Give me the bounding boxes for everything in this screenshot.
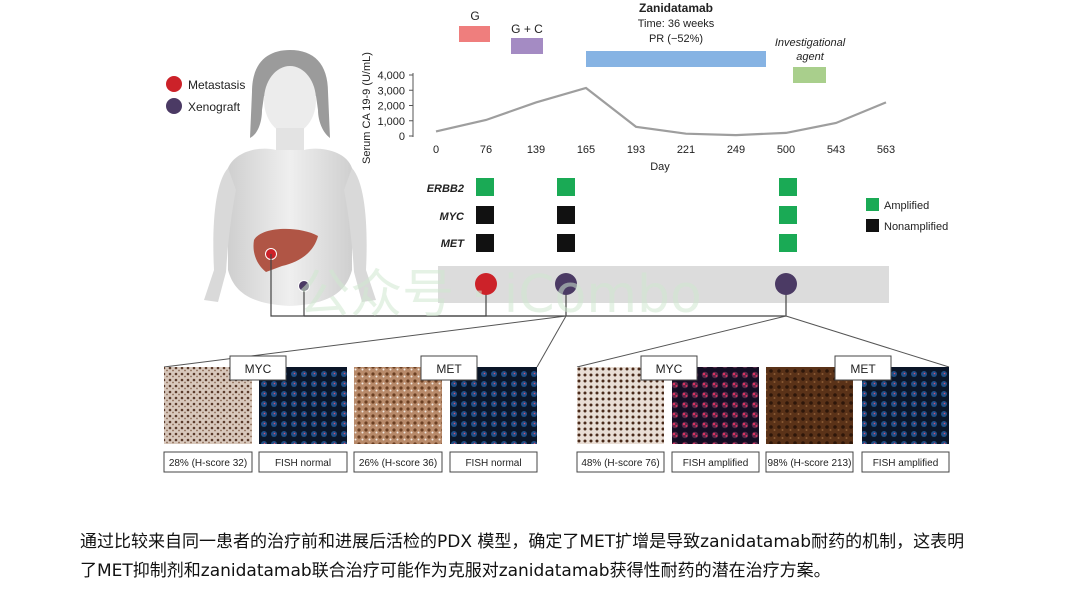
panel-label-box [671, 451, 760, 473]
amplified-legend-swatch [866, 198, 879, 211]
nonamplified-legend-swatch [866, 219, 879, 232]
panel-label-box [576, 451, 665, 473]
xenograft-legend-dot [166, 98, 182, 114]
x-tick-label: 221 [677, 144, 695, 156]
y-tick-label: 2,000 [377, 101, 405, 113]
right-myc-tag: MYC [656, 362, 683, 376]
x-tick-label: 193 [627, 144, 645, 156]
panel-label-box [353, 451, 443, 473]
x-tick-label: 165 [577, 144, 595, 156]
panel-label: 28% (H-score 32) [169, 458, 247, 469]
panel-label: FISH amplified [873, 458, 939, 469]
panel-label: 48% (H-score 76) [581, 458, 659, 469]
x-tick-label: 563 [877, 144, 895, 156]
watermark-text: 公众号 · iCombo [298, 265, 702, 325]
gene-status-cell [476, 178, 494, 196]
chart-xlabel: Day [650, 161, 670, 173]
x-tick-label: 543 [827, 144, 845, 156]
gene-status-cell [476, 234, 494, 252]
x-tick-label: 249 [727, 144, 745, 156]
gene-status-cell [557, 178, 575, 196]
treatment-zanidatamab-label: Zanidatamab [639, 1, 713, 15]
gene-status-cell [557, 234, 575, 252]
treatment-zanidatamab-time: Time: 36 weeks [638, 18, 715, 30]
right-met-tag: MET [850, 362, 876, 376]
panel-label: FISH amplified [683, 458, 749, 469]
panel-label-box [861, 451, 950, 473]
figure-caption: 通过比较来自同一患者的治疗前和进展后活检的PDX 模型，确定了MET扩增是导致z… [80, 528, 1040, 586]
patient-illustration [204, 50, 376, 306]
treatment-gc-bar [511, 38, 543, 54]
gene-status-cell [557, 206, 575, 224]
treatment-zanidatamab-response: PR (−52%) [649, 33, 703, 45]
panel-label-box [449, 451, 538, 473]
panel-label: FISH normal [465, 458, 521, 469]
treatment-zanidatamab-bar [586, 51, 766, 67]
chart-ylabel: Serum CA 19-9 (U/mL) [361, 52, 373, 164]
panel-label-box [765, 451, 854, 473]
treatment-g-label: G [470, 9, 479, 23]
sample-xenograft-dot-2 [775, 273, 797, 295]
gene-status-cell [476, 206, 494, 224]
panel-label-box [163, 451, 253, 473]
nonamplified-legend-label: Nonamplified [884, 221, 948, 233]
gene-status-cell [779, 234, 797, 252]
y-tick-label: 0 [399, 131, 405, 143]
x-tick-label: 139 [527, 144, 545, 156]
caption-line-2: 了MET抑制剂和zanidatamab联合治疗可能作为克服对zanidatama… [80, 561, 831, 581]
gene-status-cell [779, 178, 797, 196]
ca199-series-line [435, 86, 887, 137]
metastasis-legend-dot [166, 76, 182, 92]
treatment-gc-label: G + C [511, 22, 543, 36]
left-myc-tag: MYC [245, 362, 272, 376]
treatment-investigational-label-2: agent [796, 51, 824, 63]
x-tick-label: 76 [480, 144, 492, 156]
amplified-legend-label: Amplified [884, 200, 929, 212]
xenograft-legend-label: Xenograft [188, 100, 241, 114]
gene-label-myc: MYC [440, 211, 466, 223]
panel-label-box [258, 451, 348, 473]
gene-status-cell [779, 206, 797, 224]
metastasis-legend-label: Metastasis [188, 78, 245, 92]
x-tick-label: 500 [777, 144, 795, 156]
caption-line-1: 通过比较来自同一患者的治疗前和进展后活检的PDX 模型，确定了MET扩增是导致z… [80, 532, 965, 552]
panel-label: FISH normal [275, 458, 331, 469]
gene-label-met: MET [441, 238, 466, 250]
x-tick-label: 0 [433, 144, 439, 156]
left-met-tag: MET [436, 362, 462, 376]
treatment-investigational-bar [793, 67, 826, 83]
gene-label-erbb2: ERBB2 [427, 183, 464, 195]
y-tick-label: 4,000 [377, 70, 405, 82]
sample-metastasis-dot [475, 273, 497, 295]
treatment-g-bar [459, 26, 490, 42]
y-tick-label: 3,000 [377, 85, 405, 97]
sample-xenograft-dot-1 [555, 273, 577, 295]
panel-label: 26% (H-score 36) [359, 458, 437, 469]
treatment-investigational-label: Investigational [775, 37, 846, 49]
ca199-line-chart: Serum CA 19-9 (U/mL) 4,000 3,000 2,000 1,00… [361, 52, 895, 173]
y-tick-label: 1,000 [377, 116, 405, 128]
panel-tags: MYC MET MYC MET [229, 355, 892, 381]
sample-band [438, 266, 889, 303]
panel-label: 98% (H-score 213) [768, 458, 852, 469]
